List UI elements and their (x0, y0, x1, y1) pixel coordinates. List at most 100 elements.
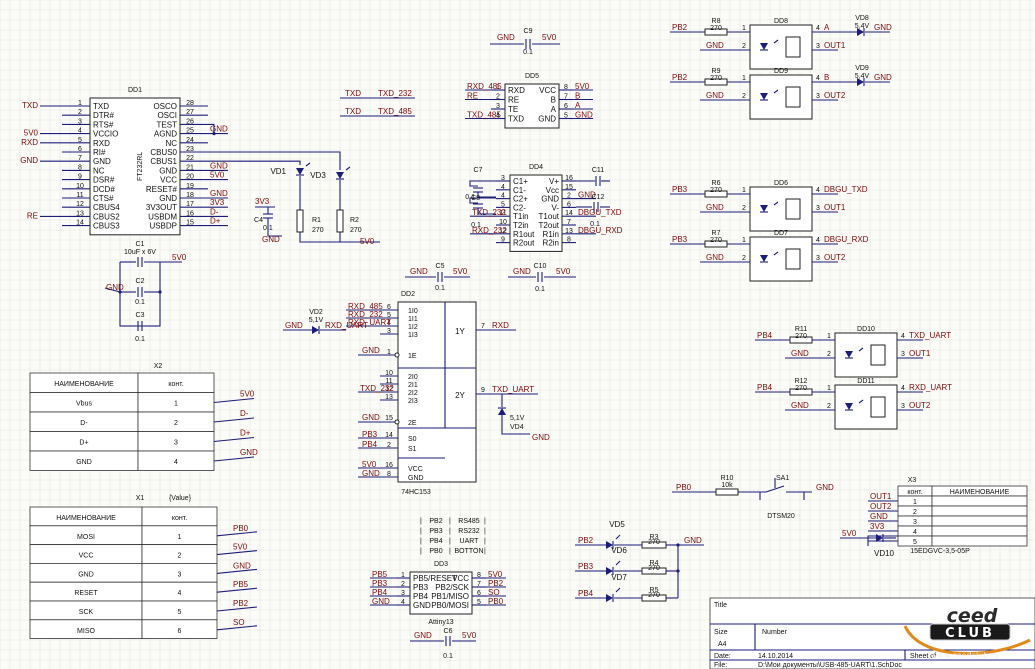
table-cell-text: Vbus (76, 401, 92, 408)
table-cell-text: D+ (79, 440, 88, 447)
opto-ray (773, 89, 779, 94)
table-cell-text: 1 (913, 499, 917, 506)
net-label: TXD_485 (378, 107, 412, 116)
led (606, 594, 613, 602)
wire (469, 180, 496, 187)
pin-name: TEST (157, 120, 178, 129)
pin-number: 27 (186, 109, 194, 116)
diode-ref: VD4 (510, 424, 524, 431)
pin-name: 1I2 (408, 324, 418, 331)
net-label: 3V3 (870, 522, 885, 531)
pin-name: PB4 (413, 592, 429, 601)
pin-name: 1I0 (408, 308, 418, 315)
res-value: 270 (350, 227, 362, 234)
pin-number: 5 (501, 201, 505, 208)
table-cell: RS232 (458, 528, 480, 535)
net-label: B (824, 73, 829, 82)
logo-badge (929, 623, 1011, 641)
net-wire (216, 531, 258, 537)
led (606, 541, 613, 549)
opto-ref: DD8 (774, 18, 788, 25)
pin-number: 6 (567, 201, 571, 208)
net-label: 5V0 (172, 253, 187, 262)
pin-number: 3 (387, 328, 391, 335)
net-label: D+ (210, 217, 221, 226)
diode-value: 5,4V (855, 23, 870, 30)
net-label: A (824, 23, 830, 32)
pin-number: 4 (501, 193, 505, 200)
pin-number: 8 (567, 237, 571, 244)
net-label: OUT1 (824, 41, 846, 50)
net-label: RXD_UART (348, 318, 391, 327)
opto-transistor (785, 248, 801, 270)
net-label: OUT2 (870, 502, 892, 511)
pin-number: 16 (565, 175, 573, 182)
led-ray (615, 587, 621, 593)
table-cell-text: 4 (178, 590, 182, 597)
title-label: Date: (714, 653, 731, 660)
net-label: SO (488, 588, 500, 597)
cap-ref: C10 (534, 263, 547, 270)
title-value: D:\Мои документы\USB-485-UART\1.SchDoc (758, 662, 902, 669)
table-sep: | (484, 528, 486, 535)
pin-number: 5 (387, 312, 391, 319)
zener-vd4 (498, 408, 506, 415)
pin-number: 2 (742, 205, 746, 212)
pin-number: 1 (496, 84, 500, 91)
led (606, 567, 613, 575)
test-agnd-tie (208, 123, 215, 134)
part-number: 15EDGVC-3,5-05P (910, 548, 970, 555)
net-label: GND (497, 33, 515, 42)
pin-name: USBDM (148, 212, 177, 221)
pin-name: S1 (408, 446, 417, 453)
diode-ref: VD8 (855, 15, 869, 22)
pin-number: 7 (477, 581, 481, 588)
pin-number: 16 (385, 462, 393, 469)
pin-name: DTR# (93, 111, 114, 120)
pin-number: 22 (186, 155, 194, 162)
net-label: 3V3 (255, 197, 270, 206)
net-label: PB0 (676, 483, 692, 492)
pin-name: C1- (513, 186, 526, 195)
pin-name: 1I1 (408, 316, 418, 323)
table-cell-text: 3 (174, 440, 178, 447)
cbus1-wire (208, 160, 301, 165)
pin-name: VCC (452, 574, 469, 583)
pin-name: PB1/MISO (431, 592, 469, 601)
pin-name: GND (93, 157, 111, 166)
table-cell: PB3 (429, 528, 442, 535)
optocoupler-body (749, 186, 813, 232)
pin-number: 10 (385, 370, 393, 377)
part-ref: DD5 (525, 73, 539, 80)
pin-number: 1 (387, 349, 391, 356)
pin-name: 1I3 (408, 332, 418, 339)
pin-number: 3 (401, 590, 405, 597)
table-cell-text: 2 (174, 420, 178, 427)
pin-number: 1 (78, 100, 82, 107)
pin-name: CBUS0 (150, 148, 177, 157)
opto-transistor (785, 86, 801, 108)
net-label: RE (27, 211, 38, 220)
led-ref: VD1 (270, 167, 286, 176)
pin-name: CBUS4 (93, 203, 120, 212)
pin-number: 16 (186, 210, 194, 217)
pin-number: 3 (816, 43, 820, 50)
mux-body (397, 301, 477, 483)
pin-number: 13 (76, 210, 84, 217)
pin-number: 4 (401, 599, 405, 606)
net-label: GND (706, 253, 724, 262)
ft232-body (89, 97, 181, 236)
cap-ref: C7 (474, 167, 483, 174)
net-label: PB2 (488, 579, 504, 588)
connector-ref: X2 (154, 363, 163, 370)
net-label: 5V0 (360, 237, 375, 246)
table-cell-text: 6 (178, 628, 182, 635)
pin-number: 1 (742, 187, 746, 194)
pin-name: PB0/MOSI (431, 601, 469, 610)
table-sep: | (449, 518, 451, 525)
net-wire (216, 550, 258, 556)
pin-name: AGND (154, 130, 177, 139)
pin-name: CTS# (93, 194, 114, 203)
pin-number: 3 (816, 255, 820, 262)
net-label: PB5 (372, 570, 388, 579)
